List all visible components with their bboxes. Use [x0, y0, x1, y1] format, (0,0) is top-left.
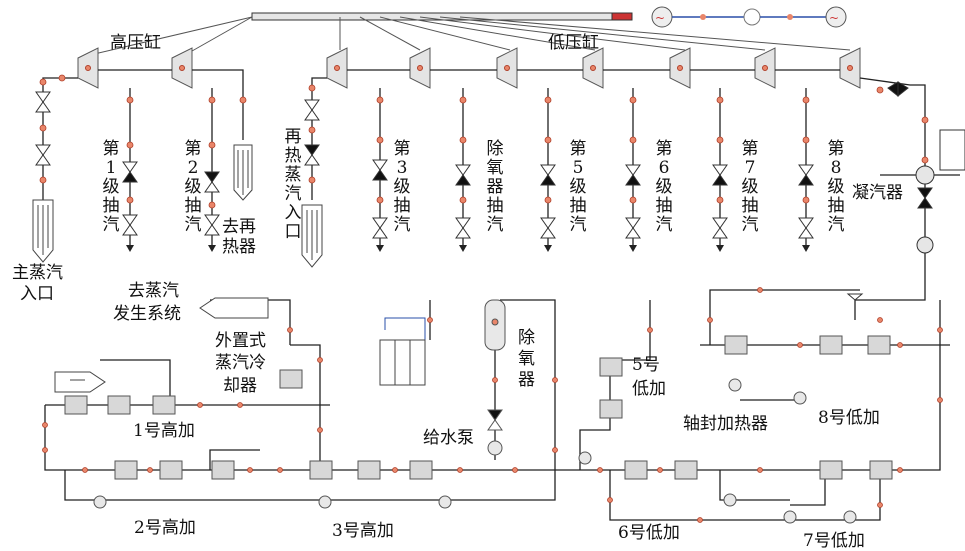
- svg-text:~: ~: [655, 11, 665, 25]
- inlet-tanks: [33, 145, 322, 267]
- ext7-label: 第7级抽汽: [740, 140, 760, 235]
- main-steam-inlet-label-2: 入口: [20, 286, 54, 304]
- lp-cylinder-label: 低压缸: [548, 35, 599, 53]
- feed-pump-label: 给水泵: [423, 430, 474, 448]
- ext5-label: 第5级抽汽: [568, 140, 588, 235]
- reheat-inlet-label: 再热蒸汽入口: [283, 128, 303, 242]
- deaerator-label-3: 器: [518, 372, 535, 390]
- external-cooler-label-1: 外置式: [215, 333, 266, 351]
- deaerator-ext-label: 除氧器抽汽: [485, 140, 505, 235]
- to-sg-label-1: 去蒸汽: [128, 283, 179, 301]
- hp2-label: 2号高加: [134, 520, 196, 538]
- ext8-label: 第8级抽汽: [826, 140, 846, 235]
- deaerator-label-2: 氧: [518, 351, 535, 369]
- external-cooler-label-2: 蒸汽冷: [215, 355, 266, 373]
- to-reheater-label: 去再热器: [222, 217, 262, 258]
- external-cooler-label-3: 却器: [223, 378, 257, 396]
- svg-text:~: ~: [829, 11, 839, 25]
- lp7-label: 7号低加: [803, 533, 865, 551]
- ext2-label: 第2级抽汽: [183, 140, 203, 235]
- ext3-label: 第3级抽汽: [392, 140, 412, 235]
- deaerator-label-1: 除: [518, 330, 535, 348]
- to-sg-label-2: 发生系统: [113, 306, 181, 324]
- pipe-nodes: [40, 75, 928, 208]
- ext6-label: 第6级抽汽: [654, 140, 674, 235]
- condenser-label: 凝汽器: [852, 185, 903, 203]
- heat-exchangers: [65, 336, 892, 479]
- gland-heater-label: 轴封加热器: [683, 416, 768, 434]
- hp1-label: 1号高加: [133, 423, 195, 441]
- condenser-unit: [848, 130, 965, 320]
- main-steam-inlet-label-1: 主蒸汽: [12, 265, 63, 283]
- lp5-label-2: 低加: [632, 381, 666, 399]
- extraction-valves: [36, 82, 932, 238]
- turbine-shaft: ~ ~: [252, 7, 846, 27]
- tank-group: [380, 318, 425, 385]
- stage-connectors: [43, 70, 925, 250]
- lp8-label: 8号低加: [818, 410, 880, 428]
- hp3-label: 3号高加: [332, 523, 394, 541]
- shaft-steam-lines: [90, 17, 850, 55]
- lp6-label: 6号低加: [618, 525, 680, 543]
- ext1-label: 第1级抽汽: [101, 140, 121, 235]
- lp5-label-1: 5号: [632, 357, 660, 375]
- turbine-stages: [78, 48, 860, 88]
- hp-cylinder-label: 高压缸: [110, 35, 161, 53]
